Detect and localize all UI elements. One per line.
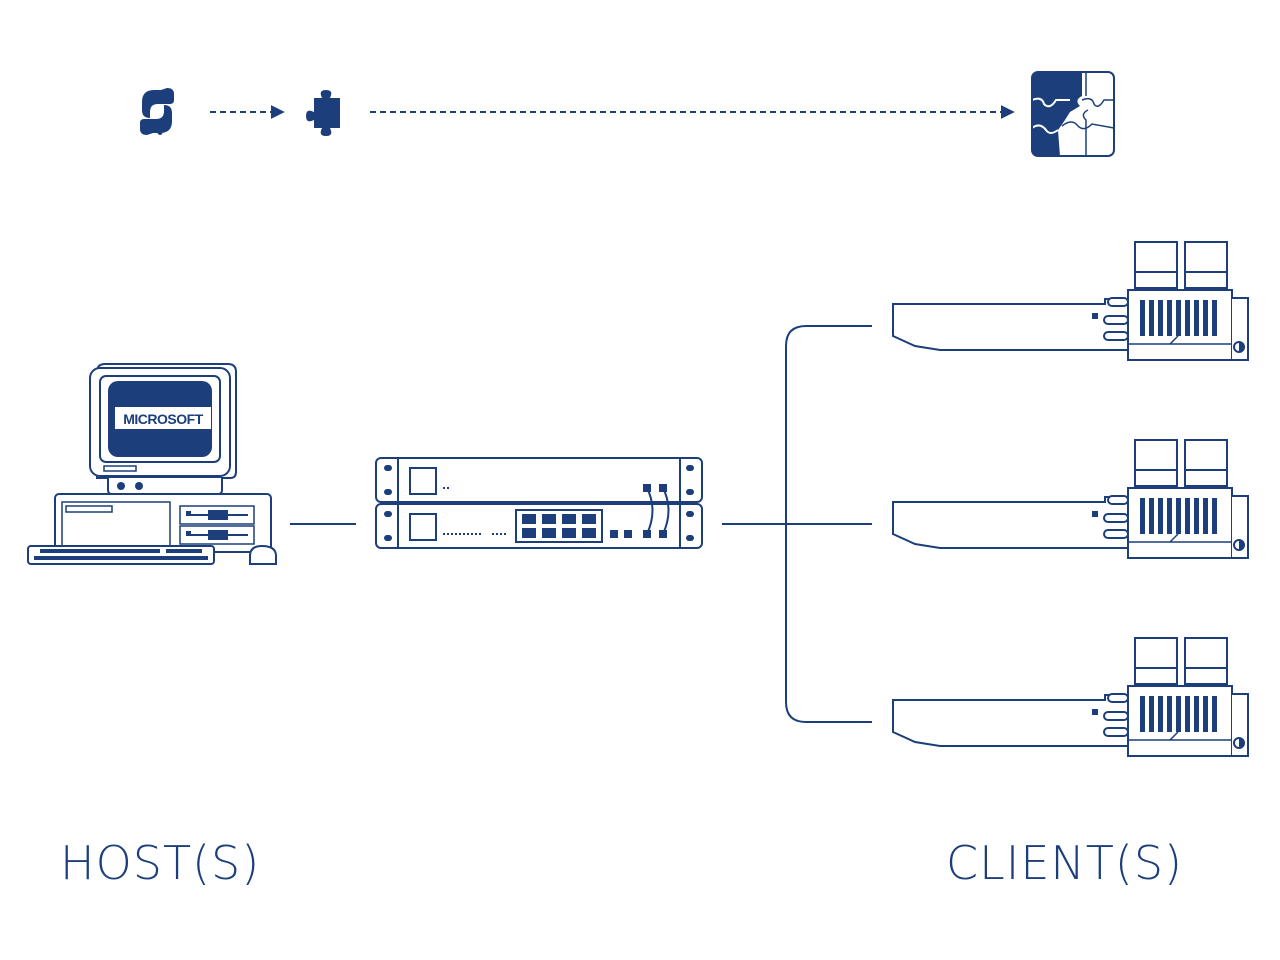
client-label: CLIENT(S) xyxy=(946,836,1183,890)
monitor-text: MICROSOFT xyxy=(123,411,203,427)
host-computer: MICROSOFT xyxy=(27,363,277,565)
host-label: HOST(S) xyxy=(60,836,261,890)
mouse xyxy=(249,544,277,565)
client-device-3 xyxy=(892,637,1249,757)
puzzle-grid-icon xyxy=(1031,71,1115,157)
puzzle-piece-icon xyxy=(306,90,340,136)
keyboard xyxy=(27,545,215,565)
network-switch xyxy=(375,457,703,549)
client-device-2 xyxy=(892,439,1249,559)
client-device-1 xyxy=(892,241,1249,361)
python-logo-icon xyxy=(140,88,174,135)
connection-switch-clients xyxy=(722,325,872,723)
